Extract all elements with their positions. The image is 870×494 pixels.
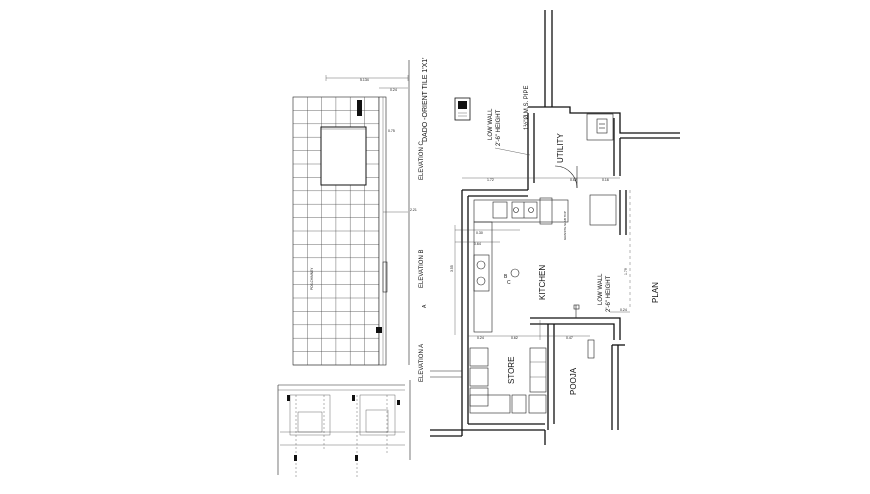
utility-door-swing [554, 165, 578, 189]
granite-note: GRANITE SLAB TOP [563, 211, 567, 240]
dimension-kit-1: 0.30 [476, 231, 483, 235]
low-wall-note-1b: 2'-6" HEIGHT [496, 109, 502, 146]
utility-wash-area [586, 113, 614, 141]
dimension-bot-3: 0.47 [566, 336, 573, 340]
dimension-side: 1.79 [624, 268, 628, 275]
dimension-top-small: 0.24 [390, 88, 397, 92]
room-label-utility: UTILITY [556, 133, 565, 163]
low-wall-note-2a: LOW WALL [598, 273, 604, 305]
utility-cabinet [589, 194, 617, 226]
kitchen-counter-top [473, 199, 569, 223]
elevation-c-label: ELEVATION C [419, 141, 425, 180]
dimension-elev-1: 0.75 [388, 129, 395, 133]
store-shelf [469, 347, 489, 367]
dimension-width-3: 0.16 [602, 178, 609, 182]
elevation-fixture [357, 100, 362, 116]
floor-plan: GRANITE SLAB TOP B C 1.72 0.62 0.16 0.30… [430, 10, 680, 445]
section-b-mark: B [504, 274, 508, 280]
dado-note: DADO -ORIENT TILE 1'X1' [422, 58, 429, 143]
dimension-bot-1: 0.24 [477, 336, 484, 340]
elevation-b-label: ELEVATION B [419, 250, 425, 288]
dimension-width-2: 0.62 [570, 178, 577, 182]
dimension-kit-2: 0.64 [474, 242, 481, 246]
room-label-store: STORE [507, 357, 516, 384]
dimension-width-1: 1.72 [487, 178, 494, 182]
sink-double [511, 201, 538, 219]
elevation-view: POS.CHIMNEY 5.134 0.24 0.75 2.21 DADO -O… [292, 58, 429, 382]
elevation-window [320, 126, 367, 186]
room-label-kitchen: KITCHEN [538, 265, 547, 300]
detail-box-1 [289, 394, 331, 436]
dimension-elev-2: 2.21 [410, 208, 417, 212]
low-wall-note-1a: LOW WALL [488, 108, 494, 140]
section-circle [510, 268, 520, 278]
dimension-kit-height: 3.55 [450, 265, 454, 272]
elevation-a-label: ELEVATION A [419, 344, 425, 382]
elevation-tap [382, 261, 388, 293]
detail-box-2 [359, 394, 396, 436]
wall-low-partition [530, 317, 621, 340]
room-label-pooja: POOJA [569, 367, 578, 395]
dimension-low: 0.24 [620, 308, 627, 312]
elevation-fixture-2 [376, 327, 382, 333]
section-c-mark: C [507, 280, 511, 286]
sink [492, 201, 508, 219]
plan-title: PLAN [651, 282, 660, 303]
gas-stove [473, 254, 490, 292]
chimney-note: POS.CHIMNEY [310, 267, 314, 290]
leader-line-1 [494, 147, 531, 156]
pipe-note: 1½"Ø M.S. PIPE [523, 86, 530, 130]
dimension-top-total: 5.134 [360, 78, 369, 82]
section-marker-a: A [422, 304, 428, 308]
detail-sections [277, 380, 411, 478]
low-wall-note-2b: 2'-6" HEIGHT [606, 275, 612, 312]
wall-utility-top [528, 106, 680, 134]
dimension-bot-2: 0.62 [511, 336, 518, 340]
